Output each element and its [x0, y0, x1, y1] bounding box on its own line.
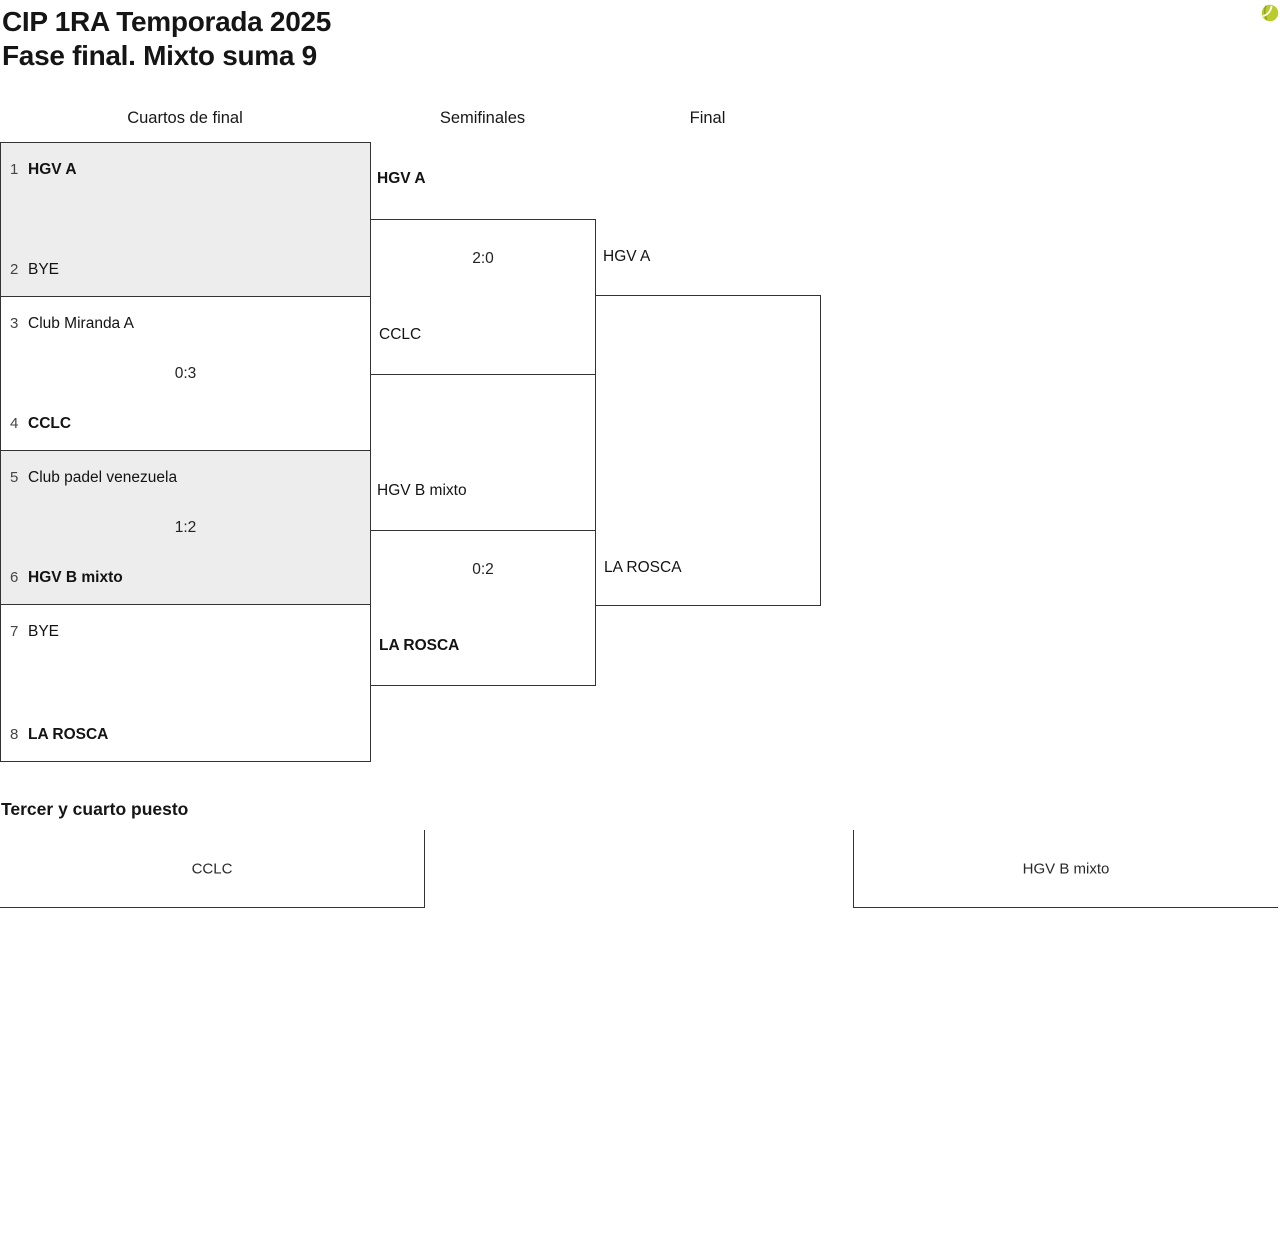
seed-number: 5: [10, 469, 19, 486]
quarterfinal-match-1[interactable]: 1 HGV A 2 BYE: [0, 142, 371, 297]
final-bottom-team[interactable]: LA ROSCA: [604, 559, 682, 576]
match-participant-row: 4 CCLC: [10, 415, 362, 433]
team-name[interactable]: Club Miranda A: [28, 315, 134, 332]
team-name[interactable]: CCLC: [191, 860, 233, 877]
round-header-semifinals: Semifinales: [439, 109, 526, 127]
round-header-quarterfinals: Cuartos de final: [127, 109, 243, 127]
team-name[interactable]: BYE: [28, 261, 60, 278]
seed-number: 8: [10, 726, 19, 743]
match-score: 2:0: [472, 250, 494, 267]
match-score: 0:3: [174, 364, 197, 382]
quarterfinal-match-4[interactable]: 7 BYE 8 LA ROSCA: [0, 604, 371, 762]
final-match[interactable]: LA ROSCA: [595, 295, 821, 606]
match-participant-row: 8 LA ROSCA: [10, 726, 362, 744]
semifinal-1-top-team[interactable]: HGV A: [377, 170, 426, 187]
team-name[interactable]: HGV B mixto: [1022, 860, 1110, 877]
third-place-match-left[interactable]: CCLC: [0, 830, 425, 908]
third-place-heading: Tercer y cuarto puesto: [1, 799, 189, 819]
team-name[interactable]: Club padel venezuela: [28, 469, 178, 486]
round-header-final: Final: [689, 109, 726, 127]
page-subtitle: Fase final. Mixto suma 9: [2, 40, 317, 71]
semifinal-match-1[interactable]: 2:0 CCLC: [370, 219, 596, 375]
third-place-match-right[interactable]: HGV B mixto: [853, 830, 1278, 908]
quarterfinal-match-3[interactable]: 5 Club padel venezuela 1:2 6 HGV B mixto: [0, 450, 371, 605]
semifinal-1-bottom-team[interactable]: CCLC: [379, 326, 422, 343]
match-participant-row: 3 Club Miranda A: [10, 315, 362, 333]
seed-number: 1: [10, 161, 19, 178]
final-top-team[interactable]: HGV A: [603, 248, 651, 265]
match-score: 1:2: [174, 518, 197, 536]
seed-number: 7: [10, 623, 19, 640]
semifinal-2-bottom-team[interactable]: LA ROSCA: [379, 637, 460, 654]
team-name[interactable]: HGV B mixto: [28, 569, 123, 586]
match-participant-row: 5 Club padel venezuela: [10, 469, 362, 487]
match-score: 0:2: [472, 561, 494, 578]
seed-number: 6: [10, 569, 19, 586]
tennis-ball-icon: [1261, 4, 1279, 22]
team-name[interactable]: LA ROSCA: [28, 726, 109, 743]
seed-number: 3: [10, 315, 19, 332]
page-title: CIP 1RA Temporada 2025: [2, 6, 332, 37]
team-name[interactable]: BYE: [28, 623, 60, 640]
team-name[interactable]: CCLC: [28, 415, 72, 432]
match-participant-row: 2 BYE: [10, 261, 362, 279]
match-participant-row: 6 HGV B mixto: [10, 569, 362, 587]
semifinal-2-top-team[interactable]: HGV B mixto: [377, 482, 467, 499]
quarterfinal-match-2[interactable]: 3 Club Miranda A 0:3 4 CCLC: [0, 296, 371, 451]
match-participant-row: 7 BYE: [10, 623, 362, 641]
team-name[interactable]: HGV A: [28, 161, 77, 178]
semifinal-match-2[interactable]: 0:2 LA ROSCA: [370, 530, 596, 686]
seed-number: 4: [10, 415, 19, 432]
match-participant-row: 1 HGV A: [10, 161, 362, 179]
seed-number: 2: [10, 261, 19, 278]
